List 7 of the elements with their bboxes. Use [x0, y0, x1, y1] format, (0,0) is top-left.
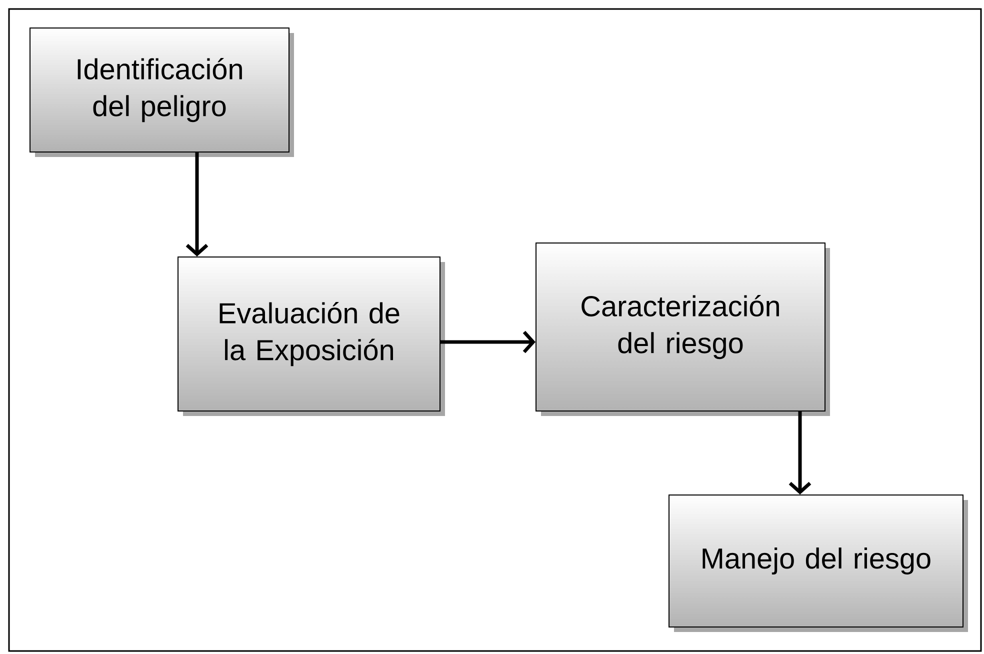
process-box: Caracterización del riesgo: [536, 242, 830, 416]
process-box: Manejo del riesgo: [668, 494, 968, 632]
arrow: [186, 152, 208, 256]
process-box: Evaluación de la Exposición: [178, 256, 445, 416]
process-box: Identificación del peligro: [30, 28, 294, 157]
arrow: [788, 412, 812, 494]
arrow: [440, 330, 536, 354]
